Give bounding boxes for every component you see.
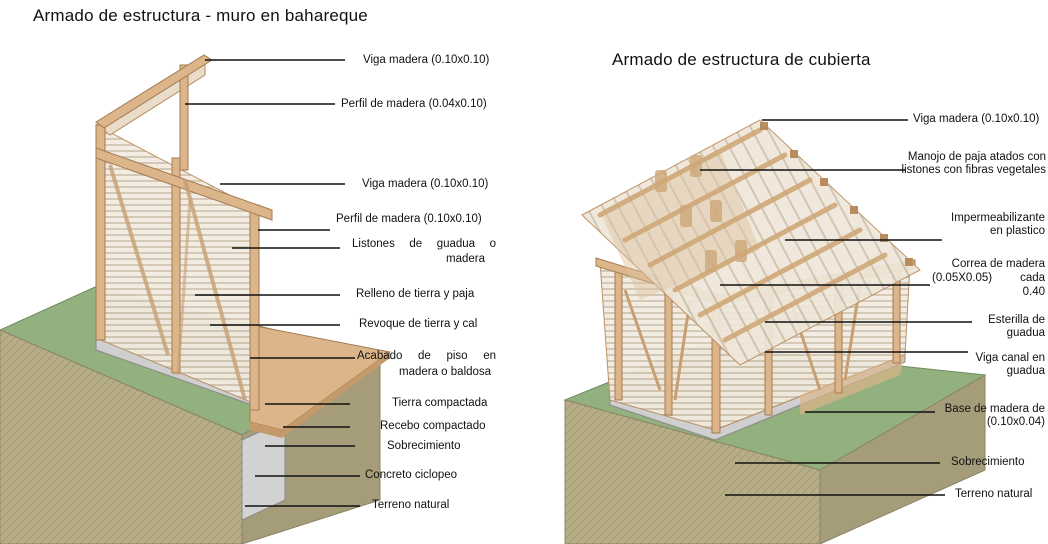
right-floor	[800, 355, 905, 415]
label-concreto-ciclopeo: Concreto ciclopeo	[365, 469, 458, 481]
label-manojo-line2: listones con fibras vegetales	[901, 164, 1046, 176]
label-vigacanal-line2: guadua	[1006, 365, 1045, 377]
label-recebo-compactado: Recebo compactado	[380, 420, 486, 432]
label-esterilla-line2: guadua	[1006, 327, 1045, 339]
label-tierra-compactada: Tierra compactada	[392, 397, 488, 409]
label-viga-madera-top: Viga madera (0.10x0.10)	[363, 54, 490, 66]
left-mid-beam	[95, 147, 273, 221]
left-leader-lines	[185, 59, 360, 507]
label-esterilla-line1: Esterilla de	[988, 314, 1045, 326]
left-post-back	[179, 64, 189, 171]
label-viga-madera-mid: Viga madera (0.10x0.10)	[362, 178, 489, 190]
label-imper-line2: en plastico	[990, 225, 1045, 237]
label-terreno-natural-left: Terreno natural	[372, 499, 450, 511]
label-perfil-madera-010: Perfil de madera (0.10x0.10)	[336, 213, 482, 225]
label-correa-madera-line4: 0.40	[1022, 286, 1045, 298]
label-base-madera: Base de madera de (0.10x0.04)	[925, 403, 1045, 429]
label-correa-madera-line3: cada	[1020, 272, 1045, 284]
right-leader-lines	[700, 119, 972, 496]
left-top-beam	[95, 54, 213, 129]
label-listones-line2: madera	[446, 253, 485, 265]
left-post-2	[171, 157, 181, 374]
label-terreno-natural-right: Terreno natural	[955, 488, 1033, 500]
label-viga-madera-roof: Viga madera (0.10x0.10)	[913, 113, 1040, 125]
left-diagram-title: Armado de estructura - muro en bahareque	[33, 6, 368, 25]
label-acabado-line2: madera o baldosa	[399, 366, 492, 378]
label-relleno: Relleno de tierra y paja	[356, 288, 475, 300]
label-viga-canal: Viga canal en guadua	[945, 352, 1045, 378]
label-perfil-madera-004: Perfil de madera (0.04x0.10)	[341, 98, 487, 110]
left-floor-edge	[250, 352, 390, 438]
label-acabado: Acabado de piso en	[357, 350, 496, 363]
label-sobrecimiento-left: Sobrecimiento	[387, 440, 461, 452]
right-ground-front	[564, 399, 821, 544]
right-diagram-title: Armado de estructura de cubierta	[612, 50, 871, 69]
left-post-3	[249, 204, 260, 411]
label-correa-madera-line1: Correa de madera	[951, 258, 1045, 270]
left-wall-diagram	[0, 54, 392, 544]
label-manojo-line1: Manojo de paja atados con	[907, 151, 1046, 163]
label-manojo-paja: Manojo de paja atados con listones con f…	[886, 151, 1046, 177]
label-vigacanal-line1: Viga canal en	[975, 352, 1045, 364]
label-listones: Listones de guadua o	[352, 238, 496, 251]
label-correa-madera-line2: (0.05X0.05)	[932, 272, 993, 284]
left-ground-front	[0, 329, 243, 544]
right-roof-diagram	[563, 119, 987, 544]
label-revoque: Revoque de tierra y cal	[359, 318, 478, 330]
label-base-line2: (0.10x0.04)	[986, 416, 1045, 428]
label-esterilla-guadua: Esterilla de guadua	[945, 314, 1045, 340]
label-base-line1: Base de madera de	[944, 403, 1045, 415]
label-impermeabilizante: Impermeabilizante en plastico	[915, 212, 1045, 238]
right-ground-side	[819, 374, 986, 544]
label-imper-line1: Impermeabilizante	[951, 212, 1045, 224]
label-sobrecimiento-right: Sobrecimiento	[951, 456, 1025, 468]
label-listones-line1: Listones de guadua o	[352, 238, 496, 250]
label-acabado-line1: Acabado de piso en	[357, 350, 496, 362]
